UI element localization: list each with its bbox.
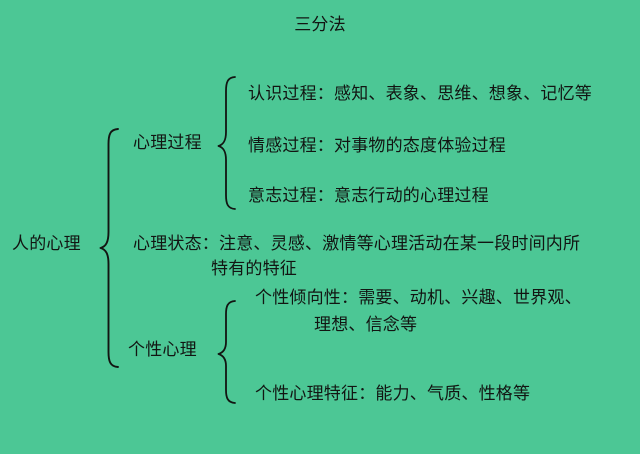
leaf-volitional-process: 意志过程：意志行动的心理过程 [248, 186, 489, 206]
leaf-cognitive-process: 认识过程：感知、表象、思维、想象、记忆等 [248, 84, 592, 104]
branch1-brace-icon [217, 76, 236, 210]
leaf-personality-traits: 个性心理特征：能力、气质、性格等 [255, 384, 531, 404]
branch-label-mental-state: 心理状态：注意、灵感、激情等心理活动在某一段时间内所 [133, 234, 581, 254]
branch-label-personality: 个性心理 [128, 340, 197, 360]
leaf-personality-tendency-line2: 理想、信念等 [314, 315, 418, 335]
main-brace-icon [99, 128, 119, 368]
leaf-emotional-process: 情感过程：对事物的态度体验过程 [248, 136, 506, 156]
branch-label-mental-state-cont: 特有的特征 [211, 259, 297, 279]
root-node-label: 人的心理 [12, 234, 81, 254]
branch3-brace-icon [217, 300, 236, 404]
page-title: 三分法 [294, 15, 346, 35]
branch-label-mental-process: 心理过程 [133, 133, 202, 153]
leaf-personality-tendency-line1: 个性倾向性：需要、动机、兴趣、世界观、 [255, 288, 582, 308]
